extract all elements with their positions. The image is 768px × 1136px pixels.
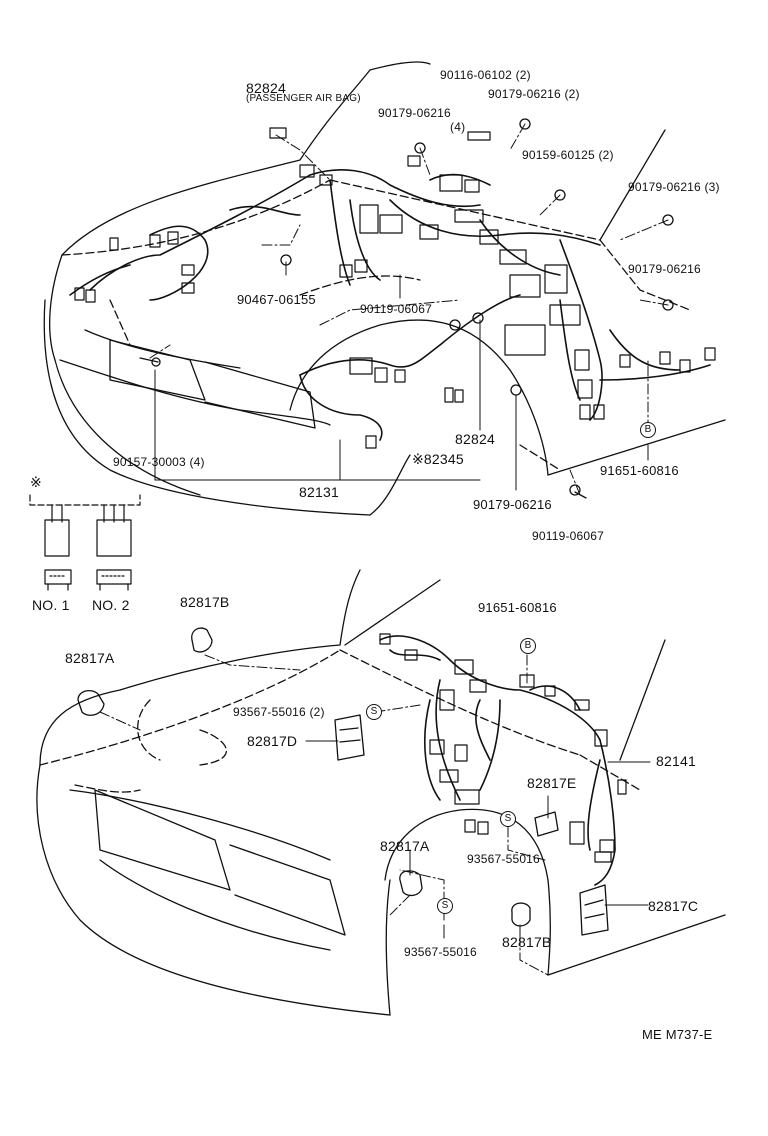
part-label-82817D: 82817D <box>247 733 298 749</box>
part-label-93567-55016-qty2: 93567-55016 (2) <box>233 705 325 719</box>
upper-connectors <box>74 127 716 449</box>
marker-b-bottom: B <box>520 638 536 654</box>
part-label-82817B-bottom: 82817B <box>502 934 552 950</box>
part-label-90159-60125: 90159-60125 (2) <box>522 148 614 162</box>
upper-leader-lines <box>149 123 669 496</box>
upper-solid-leaders <box>154 261 649 491</box>
upper-hood-edges <box>61 179 691 471</box>
lower-vehicle-body <box>36 569 726 1016</box>
part-label-93567-55016-mid: 93567-55016 <box>467 852 540 866</box>
part-label-90119-06067-bottom: 90119-06067 <box>532 529 605 543</box>
part-label-82817E: 82817E <box>527 775 577 791</box>
part-label-93567-55016-bottom: 93567-55016 <box>404 945 477 959</box>
part-label-90157-30003: 90157-30003 (4) <box>113 455 205 469</box>
part-label-90119-06067-top: 90119-06067 <box>360 302 433 316</box>
lower-hood-edges <box>39 649 641 793</box>
lower-leader-lines <box>99 654 549 976</box>
part-label-82824-mid: 82824 <box>455 431 495 447</box>
part-label-82817A-left: 82817A <box>65 650 115 666</box>
part-label-82131: 82131 <box>299 484 339 500</box>
part-label-82141: 82141 <box>656 753 696 769</box>
asterisk-marker: ※ <box>30 474 42 490</box>
marker-b-top: B <box>640 422 656 438</box>
upper-harness <box>69 169 711 441</box>
part-label-qty4: (4) <box>450 120 466 134</box>
part-label-90179-06216-qty3: 90179-06216 (3) <box>628 180 720 194</box>
lower-solid-leaders <box>305 740 651 939</box>
part-label-90179-06216-bottom: 90179-06216 <box>473 497 552 512</box>
part-label-90179-06216-right: 90179-06216 <box>628 262 701 276</box>
lower-connectors <box>379 633 627 863</box>
terminal-no1-label: NO. 1 <box>32 597 70 613</box>
part-label-82817A-mid: 82817A <box>380 838 430 854</box>
upper-vehicle-body <box>43 61 726 516</box>
passenger-air-bag-note: (PASSENGER AIR BAG) <box>246 93 361 104</box>
marker-s-1: S <box>366 704 382 720</box>
marker-s-2: S <box>500 811 516 827</box>
diagram-reference-code: ME M737-E <box>642 1027 713 1042</box>
terminal-legend <box>29 494 141 591</box>
part-label-90179-06216-qty2: 90179-06216 (2) <box>488 87 580 101</box>
part-label-91651-60816-bottom: 91651-60816 <box>478 600 557 615</box>
lower-clamps <box>77 627 609 936</box>
part-label-82345: ※82345 <box>412 451 464 467</box>
part-label-91651-60816-top: 91651-60816 <box>600 463 679 478</box>
part-label-82824-top: 82824 <box>246 80 286 96</box>
marker-s-3: S <box>437 898 453 914</box>
part-label-82817B-top: 82817B <box>180 594 230 610</box>
part-label-90116-06102: 90116-06102 (2) <box>440 68 531 82</box>
part-label-90179-06216-qty4: 90179-06216 <box>378 106 451 120</box>
part-label-90467-06155: 90467-06155 <box>237 292 316 307</box>
terminal-no2-label: NO. 2 <box>92 597 130 613</box>
part-label-82817C: 82817C <box>648 898 699 914</box>
